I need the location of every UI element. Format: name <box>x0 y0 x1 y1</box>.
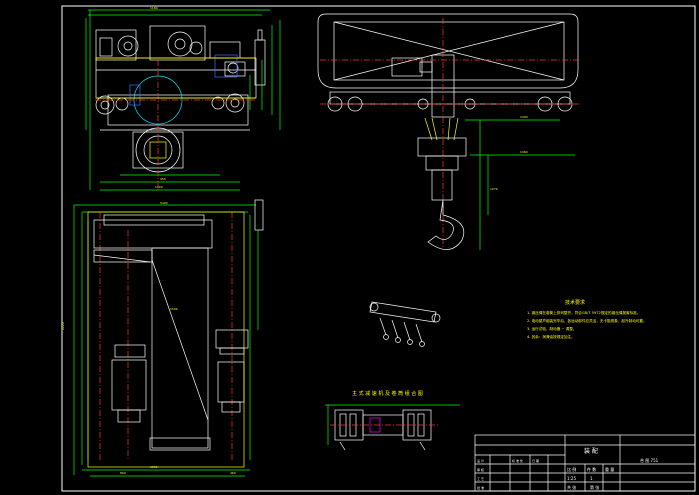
sub-view-title: 主 式 减 速 机 及 卷 筒 组 合 图 <box>352 390 423 397</box>
plan-view: 5400 1050 800 460 2220 1500 <box>61 199 264 477</box>
dim-front-1: 1400 <box>520 115 528 119</box>
front-view-hook <box>417 137 467 250</box>
title-block-scale-value: 1:25 <box>567 476 576 481</box>
dim-plan-2: 1050 <box>150 465 158 469</box>
end-view-hook-block <box>95 60 255 190</box>
front-view: 1400 1460 1270 <box>317 13 580 250</box>
front-view-dimensions <box>465 119 575 250</box>
title-block-checker: 审 核 <box>477 467 484 472</box>
sub-view: 主 式 减 速 机 及 卷 筒 组 合 图 <box>325 390 460 451</box>
plan-view-center <box>99 212 233 460</box>
tech-req-item-1: 1. 钢丝绳在卷筒上排列整齐，符合GB/T 5972规定的钢丝绳报废标准。 <box>527 310 640 315</box>
end-view-yellow <box>96 57 256 99</box>
end-view-dimensions <box>85 9 281 191</box>
end-view-wheels <box>95 93 245 115</box>
title-block-scale-label: 比 例 <box>567 466 576 472</box>
drawing-frame <box>61 5 696 492</box>
plan-view-frame <box>93 199 264 451</box>
dim-plan-1: 5400 <box>160 201 168 205</box>
front-view-frame <box>317 13 579 118</box>
dim-end-3: 450 <box>160 177 166 181</box>
technical-requirements: 技术要求 1. 钢丝绳在卷筒上排列整齐，符合GB/T 5972规定的钢丝绳报废标… <box>527 299 647 339</box>
end-view-frame <box>95 25 266 131</box>
title-block-designer: 设 计 <box>477 458 484 463</box>
plan-view-yellow <box>87 211 245 468</box>
front-view-ropes <box>424 117 459 141</box>
title-block-drawing-no: 合 图 751 <box>640 457 659 463</box>
title-block-approve: 批 准 <box>477 485 484 490</box>
title-block-weight-label: 重 量 <box>605 466 614 472</box>
title-block-qty-label: 件 数 <box>587 466 596 472</box>
title-block-sheet-label: 共 张 <box>567 484 576 490</box>
title-block-process: 工 艺 <box>477 476 484 481</box>
rope-guide-detail <box>369 301 441 347</box>
title-block-qty-value: 1 <box>590 476 593 481</box>
dim-front-2: 1460 <box>520 150 528 154</box>
dim-plan-4: 460 <box>230 471 236 475</box>
end-view-gears <box>117 31 239 74</box>
dim-end-1: 1180 <box>150 6 158 10</box>
tech-req-item-3: 3. 运行试验，制动器 ~ 调整。 <box>527 326 576 331</box>
tech-req-title: 技术要求 <box>565 299 585 306</box>
title-block-std: 标 准 化 <box>512 458 523 463</box>
title-block-sheet-no: 第 张 <box>590 484 599 490</box>
dim-front-3: 1270 <box>490 187 498 191</box>
dim-plan-5: 2220 <box>61 322 65 330</box>
end-view-motor <box>129 54 238 106</box>
dim-plan-3: 800 <box>120 471 126 475</box>
tech-req-item-4: 4. 其余：润滑油按规定加注。 <box>527 334 575 339</box>
title-block-title: 装 配 <box>584 447 598 455</box>
tech-req-item-2: 2. 电动葫芦组装完毕后，各运动部件应灵活，无卡阻现象，起升制动可靠。 <box>527 318 647 323</box>
dim-end-2: 1060 <box>155 185 163 189</box>
title-block-date: 日 期 <box>532 458 539 463</box>
plan-view-dimensions <box>73 204 259 477</box>
title-block <box>474 434 696 492</box>
dim-plan-6: 1500 <box>170 307 178 311</box>
end-view: 1180 1060 450 <box>85 6 281 191</box>
front-view-center <box>320 18 580 250</box>
